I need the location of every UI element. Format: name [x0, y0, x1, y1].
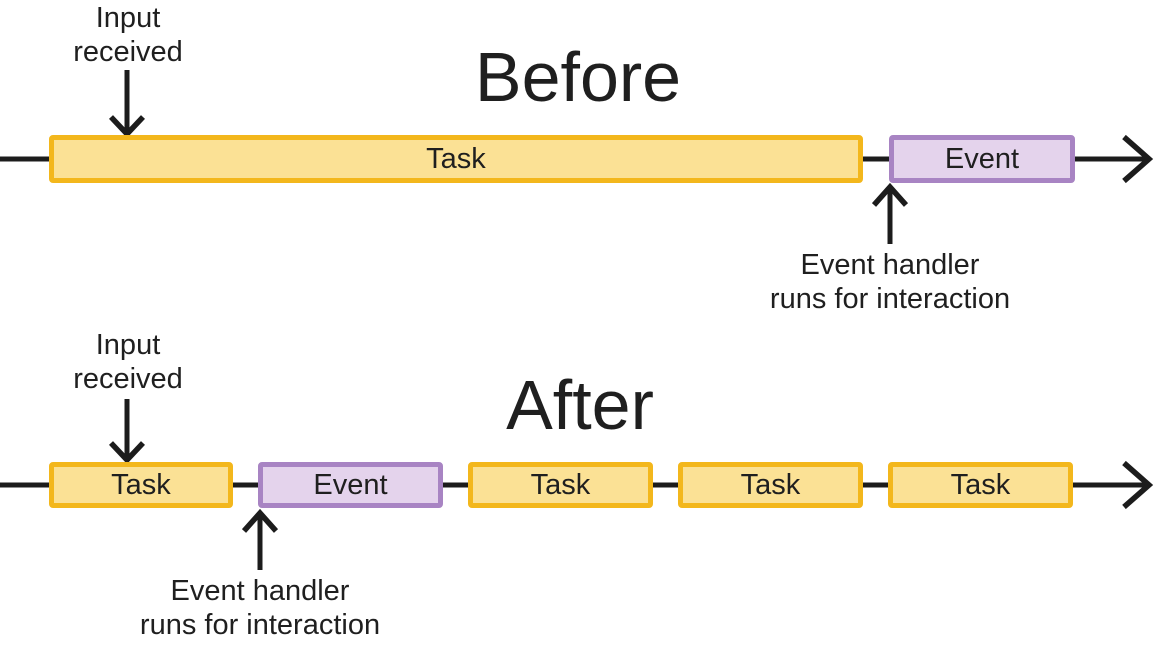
after-task-label-1: Task — [111, 468, 171, 501]
before-event-label: Event — [944, 142, 1020, 175]
before-input-label-line2: received — [73, 36, 183, 68]
before-task-box: Task — [49, 135, 863, 183]
after-handler-arrowhead-icon — [241, 508, 279, 533]
after-event-label: Event — [313, 468, 388, 501]
after-event-box: Event — [258, 462, 443, 508]
after-title: After — [506, 366, 654, 444]
before-input-label-line1: Input — [95, 2, 161, 34]
after-handler-label-line2: runs for interaction — [139, 609, 381, 641]
before-title: Before — [474, 38, 682, 116]
after-handler-label-line1: Event handler — [170, 575, 350, 607]
after-task-label-4: Task — [950, 468, 1011, 501]
after-input-arrowhead-icon — [108, 441, 146, 465]
after-task-label-3: Task — [740, 468, 801, 501]
after-input-label-line1: Input — [95, 329, 161, 361]
before-input-label: Input received — [73, 1, 183, 69]
after-task-box-4: Task — [888, 462, 1073, 508]
before-handler-arrowhead-icon — [871, 182, 909, 207]
after-task-box-2: Task — [468, 462, 653, 508]
after-input-label-line2: received — [73, 363, 183, 395]
before-handler-label: Event handler runs for interaction — [770, 248, 1010, 316]
before-timeline-arrowhead-icon — [1122, 134, 1154, 184]
after-input-label: Input received — [73, 328, 183, 396]
after-handler-label: Event handler runs for interaction — [140, 574, 380, 642]
before-handler-label-line2: runs for interaction — [769, 283, 1011, 315]
before-handler-label-line1: Event handler — [800, 249, 980, 281]
before-event-box: Event — [889, 135, 1075, 183]
after-task-box-3: Task — [678, 462, 863, 508]
after-task-label-2: Task — [530, 468, 591, 501]
before-input-arrowhead-icon — [108, 115, 146, 139]
after-task-box-1: Task — [49, 462, 233, 508]
after-timeline-arrowhead-icon — [1122, 460, 1154, 510]
before-task-label: Task — [426, 142, 486, 175]
